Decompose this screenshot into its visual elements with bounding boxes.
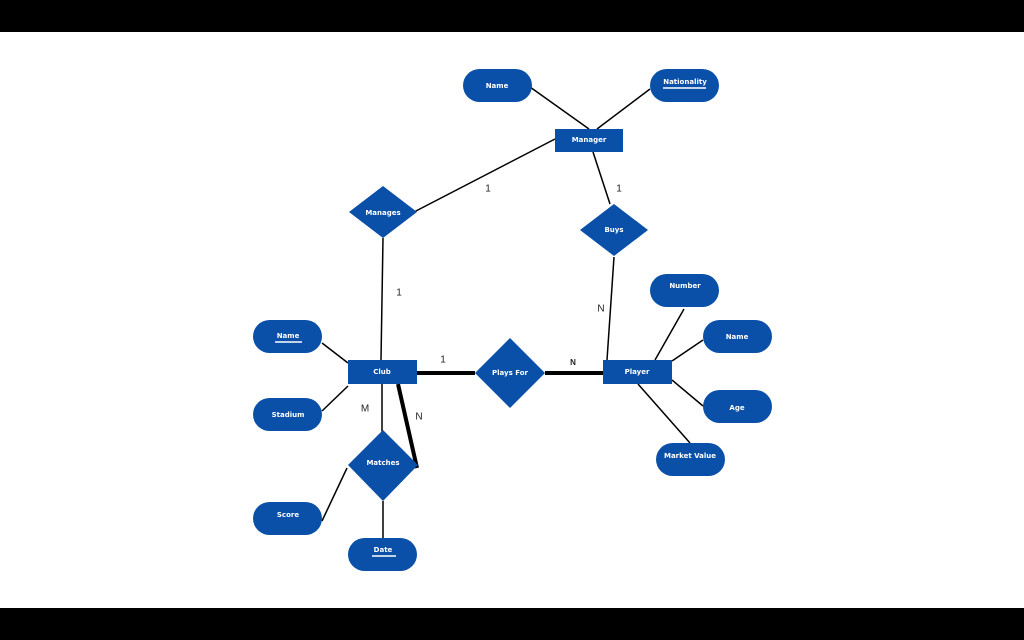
er-diagram: Name Nationality Name Stadium Number Nam… bbox=[253, 69, 772, 571]
line-player-age bbox=[671, 379, 704, 407]
line-manager-buys bbox=[592, 151, 611, 205]
attr-player-name-label: Name bbox=[726, 333, 749, 341]
cardinality-matches-n: N bbox=[415, 412, 422, 423]
attr-manager-name-label: Name bbox=[486, 82, 509, 90]
attr-player-age-label: Age bbox=[729, 404, 744, 412]
attr-manager-nationality-label: Nationality bbox=[663, 78, 707, 86]
total-participation-lines bbox=[396, 371, 603, 469]
attr-player-number[interactable]: Number bbox=[650, 274, 719, 307]
relationship-buys-label: Buys bbox=[604, 226, 623, 234]
line-player-market-value bbox=[637, 383, 691, 444]
relationship-manages[interactable]: Manages bbox=[349, 186, 417, 238]
relationship-buys[interactable]: Buys bbox=[580, 204, 648, 256]
cardinality-manages-manager: 1 bbox=[485, 184, 491, 195]
connectors bbox=[321, 86, 704, 538]
cardinality-buys-manager: 1 bbox=[616, 184, 622, 195]
relationship-plays-for[interactable]: Plays For bbox=[475, 338, 545, 408]
attr-match-date-label: Date bbox=[374, 546, 393, 554]
attr-player-market-value-label: Market Value bbox=[664, 452, 716, 460]
line-matches-score bbox=[321, 467, 348, 522]
line-player-name bbox=[671, 339, 704, 362]
attr-match-date[interactable]: Date bbox=[348, 538, 417, 571]
relationship-plays-for-label: Plays For bbox=[492, 369, 529, 377]
entity-player-label: Player bbox=[625, 368, 650, 376]
line-club-name bbox=[321, 342, 349, 364]
attr-player-market-value[interactable]: Market Value bbox=[656, 443, 725, 476]
line-manages-club bbox=[380, 237, 384, 361]
attr-manager-name[interactable]: Name bbox=[463, 69, 532, 102]
line-club-stadium bbox=[321, 385, 349, 412]
line-player-number bbox=[654, 308, 685, 361]
relationship-matches-label: Matches bbox=[366, 459, 399, 467]
attr-match-score[interactable]: Score bbox=[253, 502, 322, 535]
entity-club[interactable]: Club bbox=[348, 360, 417, 384]
attr-club-stadium-label: Stadium bbox=[272, 411, 305, 419]
cardinality-matches-m: M bbox=[361, 404, 369, 415]
line-manager-name bbox=[529, 86, 590, 130]
attr-manager-nationality[interactable]: Nationality bbox=[650, 69, 719, 102]
attr-club-name[interactable]: Name bbox=[253, 320, 322, 353]
entity-club-label: Club bbox=[373, 368, 391, 376]
attr-club-stadium[interactable]: Stadium bbox=[253, 398, 322, 431]
diagram-canvas: Name Nationality Name Stadium Number Nam… bbox=[0, 32, 1024, 608]
cardinality-buys-player: N bbox=[597, 304, 604, 315]
line-club-matches-n bbox=[396, 383, 419, 469]
entity-player[interactable]: Player bbox=[603, 360, 672, 384]
entity-manager-label: Manager bbox=[572, 136, 607, 144]
relationship-matches[interactable]: Matches bbox=[348, 430, 418, 501]
cardinality-plays-for-club: 1 bbox=[440, 355, 446, 366]
attr-match-score-label: Score bbox=[277, 511, 299, 519]
attr-player-number-label: Number bbox=[669, 282, 701, 290]
line-manager-manages bbox=[413, 138, 556, 213]
attr-player-name[interactable]: Name bbox=[703, 320, 772, 353]
relationship-manages-label: Manages bbox=[365, 209, 400, 217]
attr-player-age[interactable]: Age bbox=[703, 390, 772, 423]
line-manager-nationality bbox=[596, 88, 651, 130]
attr-club-name-label: Name bbox=[277, 332, 300, 340]
line-buys-player bbox=[606, 256, 615, 361]
entity-manager[interactable]: Manager bbox=[555, 129, 623, 152]
cardinality-manages-club: 1 bbox=[396, 288, 402, 299]
cardinality-plays-for-player: N bbox=[570, 358, 576, 367]
